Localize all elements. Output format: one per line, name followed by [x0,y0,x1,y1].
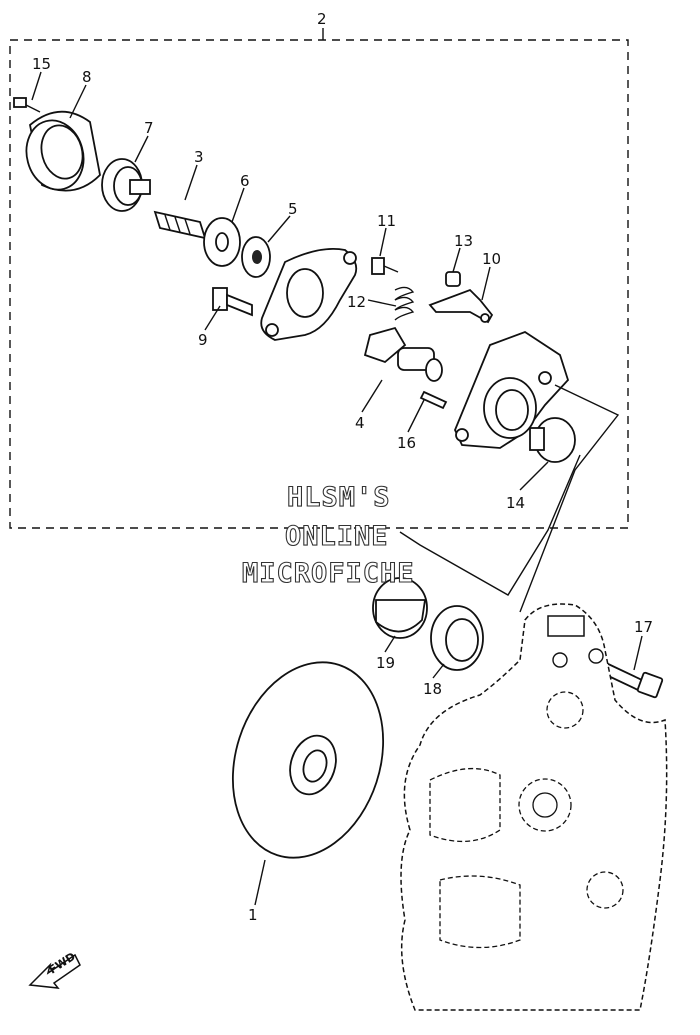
part-16-pin [419,390,448,410]
callout-7: 7 [144,119,154,137]
watermark: HLSM'S ONLINE MICROFICHE [241,481,415,589]
leader-lines [31,71,643,906]
callout-10: 10 [482,250,501,268]
part-12-spring [394,286,415,321]
housing-plate [260,247,358,341]
part-10-lever [428,288,494,324]
part-15-screw [13,97,41,113]
routing-line [519,384,620,613]
callout-labels: 2 15 8 7 3 6 5 11 13 10 12 9 4 16 14 19 … [32,10,653,924]
callout-13: 13 [454,232,473,250]
callout-17: 17 [634,618,653,636]
part-7-spacer [101,158,151,212]
callout-5: 5 [288,200,298,218]
part-11-screw [371,257,399,275]
callout-3: 3 [194,148,204,166]
callout-16: 16 [397,434,416,452]
part-9-bolt [212,287,253,317]
part-8-cap [25,110,101,192]
part-19-cap [372,577,428,639]
routing-line-2 [399,454,581,596]
part-3-shaft [153,210,207,240]
part-4-actuator [363,326,443,382]
callout-11: 11 [377,212,396,230]
callout-2: 2 [317,10,327,28]
callout-1: 1 [248,906,258,924]
callout-18: 18 [423,680,442,698]
callout-4: 4 [355,414,365,432]
part-18-seal [430,605,484,671]
callout-14: 14 [506,494,525,512]
engine-casing [400,603,668,1011]
callout-15: 15 [32,55,51,73]
part-14-plug [529,417,576,463]
callout-19: 19 [376,654,395,672]
assembly-boundary [9,39,629,529]
callout-9: 9 [198,331,208,349]
part-5-washer [241,236,271,278]
callout-12: 12 [347,293,366,311]
fwd-arrow: FWD [28,950,81,989]
right-cover-housing [454,330,570,449]
watermark-line-1: HLSM'S [287,482,391,513]
callout-6: 6 [240,172,250,190]
watermark-line-3: MICROFICHE [242,558,415,589]
part-13-nut [445,271,461,287]
watermark-line-2: ONLINE [285,521,389,552]
part-6-gear [203,217,241,267]
part-1-disc [231,661,385,859]
callout-8: 8 [82,68,92,86]
